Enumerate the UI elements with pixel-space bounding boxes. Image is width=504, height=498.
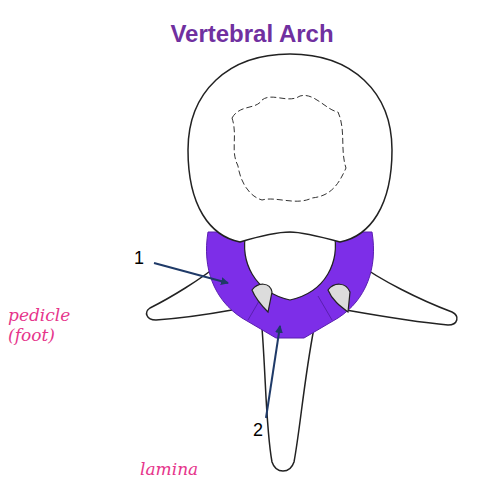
part-label: pedicle (foot) [8,306,98,345]
part-label: lamina [140,460,198,480]
vertebral-body [188,54,392,242]
articular-facet [328,284,350,312]
leader-arrow [266,326,280,418]
vertebral-arch [206,232,373,338]
diagram-title: Vertebral Arch [170,20,333,48]
callout-number: 1 [134,248,144,269]
leader-arrow [154,263,228,283]
callout-number: 2 [253,420,263,441]
articular-facet [252,284,272,312]
body-surface-texture [232,95,346,201]
